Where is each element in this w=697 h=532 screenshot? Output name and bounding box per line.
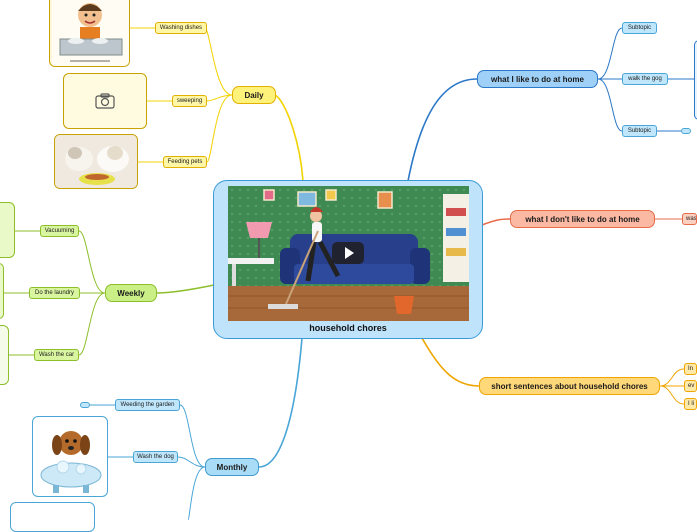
link-daily (275, 95, 303, 181)
central-topic-title: household chores (214, 323, 482, 333)
subtopic-weeding-the-garden[interactable]: Weeding the garden (115, 399, 180, 411)
subtopic-wash-the-dog[interactable]: Wash the dog (133, 451, 178, 463)
branch-what-i-like[interactable]: what I like to do at home (477, 70, 598, 88)
image-vacuuming (0, 202, 15, 258)
subtopic-sweeping[interactable]: sweeping (172, 95, 207, 107)
image-washing-dishes (49, 0, 130, 67)
branch-monthly[interactable]: Monthly (205, 458, 259, 476)
boy-washing-dishes-illustration (50, 0, 130, 67)
subtopic-sentence-2[interactable]: ev (684, 380, 697, 392)
link-like (408, 79, 477, 181)
branch-weekly[interactable]: Weekly (105, 284, 157, 302)
subtopic-wash-the-car[interactable]: Wash the car (34, 349, 79, 361)
image-wash-car (0, 325, 9, 385)
link-weekly (156, 285, 214, 293)
subtopic-vacuuming[interactable]: Vacuuming (40, 225, 79, 237)
subtopic-feeding-pets[interactable]: Feeding pets (163, 156, 207, 168)
video-thumbnail[interactable] (228, 186, 469, 321)
play-button-icon[interactable] (332, 242, 364, 264)
subtopic-empty[interactable] (80, 402, 90, 408)
subtopic-walk-the-gog[interactable]: walk the gog (622, 73, 668, 85)
camera-icon (95, 93, 115, 109)
image-placeholder-sweeping (63, 73, 147, 129)
subtopic-sentence-3[interactable]: I li (684, 398, 697, 410)
subtopic-like-2[interactable]: Subtopic (622, 125, 657, 137)
link-sentences (422, 338, 479, 386)
branch-what-i-dont-like[interactable]: what I don't like to do at home (510, 210, 655, 228)
subtopic-like-1[interactable]: Subtopic (622, 22, 657, 34)
branch-short-sentences[interactable]: short sentences about household chores (479, 377, 660, 395)
link-monthly (259, 338, 302, 467)
image-monthly-extra (10, 502, 95, 532)
cat-and-dog-eating-illustration (55, 135, 138, 189)
subtopic-do-the-laundry[interactable]: Do the laundry (29, 287, 80, 299)
subtopic-like-empty[interactable] (681, 128, 691, 134)
central-topic[interactable]: household chores (213, 180, 483, 339)
image-wash-the-dog (32, 416, 108, 497)
subtopic-sentence-1[interactable]: In (684, 363, 697, 375)
subtopic-wash[interactable]: wash (682, 213, 697, 225)
image-feeding-pets (54, 134, 138, 189)
subtopic-washing-dishes[interactable]: Washing dishes (155, 22, 207, 34)
link-dislike (482, 219, 510, 225)
image-laundry (0, 263, 4, 319)
dog-in-bathtub-illustration (33, 417, 108, 497)
branch-daily[interactable]: Daily (232, 86, 276, 104)
